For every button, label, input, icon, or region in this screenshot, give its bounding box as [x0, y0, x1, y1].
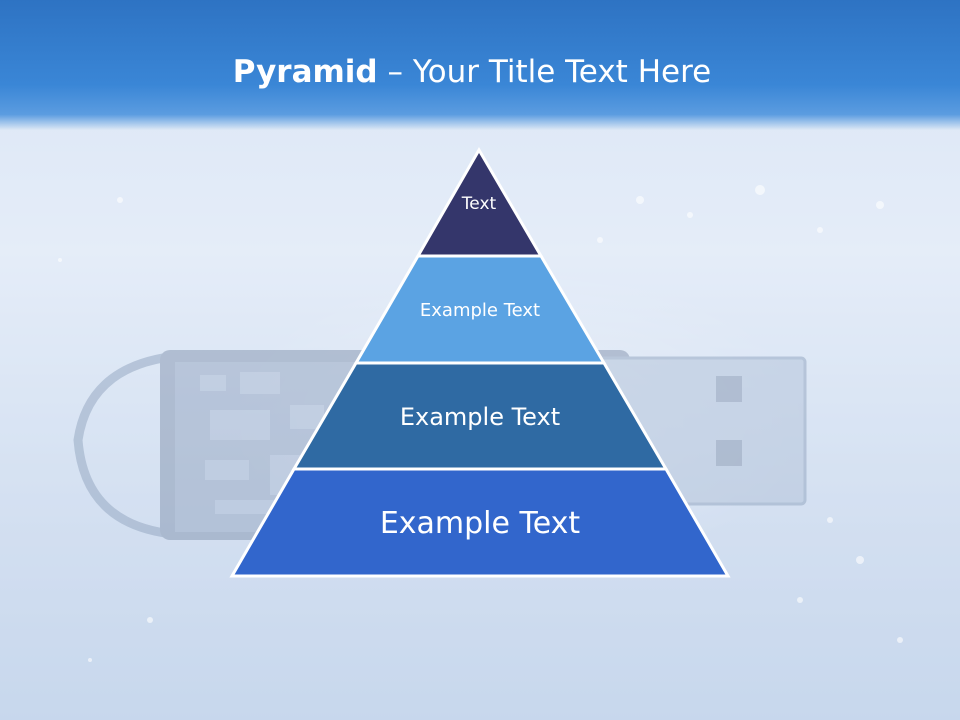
title-text: – Your Title Text Here [377, 54, 712, 90]
pyramid-tier-4-label: Example Text [380, 506, 581, 541]
slide-title: Pyramid – Your Title Text Here [0, 52, 944, 92]
pyramid-tier-4[interactable] [229, 467, 731, 578]
title-keyword: Pyramid [232, 54, 378, 90]
title-bar [0, 0, 960, 130]
pyramid-tier-2-label: Example Text [420, 300, 540, 321]
pyramid-tier-3-label: Example Text [400, 403, 560, 431]
pyramid-tier-1-label: Text [461, 194, 497, 214]
